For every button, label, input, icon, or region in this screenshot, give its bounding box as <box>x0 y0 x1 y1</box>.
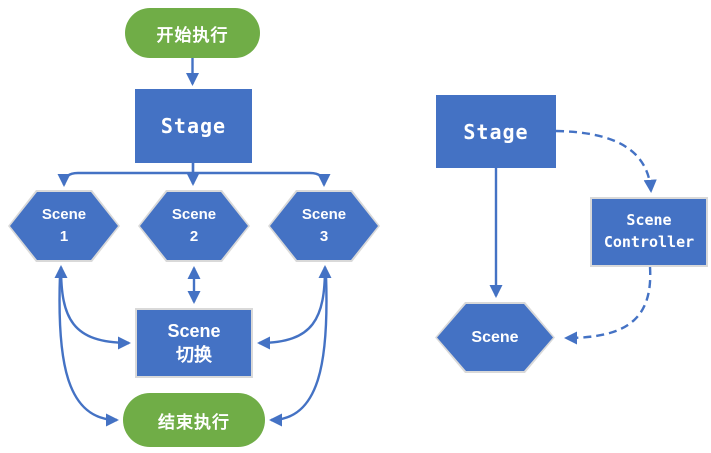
arrow-scene1-switcher-bidir <box>54 265 131 350</box>
scene-2-label: Scene 2 <box>138 190 250 262</box>
scene-3-line1: Scene <box>301 206 347 224</box>
stage-node-right: Stage <box>436 95 556 168</box>
arrow-rstage-to-controller-dashed <box>555 129 657 193</box>
scene-1-label: Scene 1 <box>8 190 120 262</box>
switcher-line1: Scene <box>167 320 221 341</box>
switcher-line2: 切换 <box>176 345 212 365</box>
stage-label-right: Stage <box>463 119 529 144</box>
scene-1-node: Scene 1 <box>8 190 120 262</box>
scene-right-text: Scene <box>471 328 519 346</box>
scene-right-label: Scene <box>435 302 555 373</box>
scene-1-line2: 1 <box>59 228 69 245</box>
start-label: 开始执行 <box>156 25 229 45</box>
arrow-stage-spread-scene1-scene3 <box>57 171 331 187</box>
controller-line2: Controller <box>603 233 695 251</box>
scene-3-node: Scene 3 <box>268 190 380 262</box>
scene-2-node: Scene 2 <box>138 190 250 262</box>
controller-line1: Scene <box>626 211 672 230</box>
scene-node-right: Scene <box>435 302 555 373</box>
arrow-scene1-to-end <box>58 274 119 427</box>
scene-3-line2: 3 <box>319 228 329 245</box>
arrow-controller-to-rscene-dashed <box>564 266 652 345</box>
scene-2-line1: Scene <box>171 206 217 224</box>
end-label: 结束执行 <box>158 412 230 432</box>
scene-2-line2: 2 <box>189 228 199 245</box>
scene-3-label: Scene 3 <box>268 190 380 262</box>
scene-controller-node: Scene Controller <box>590 197 708 267</box>
start-node: 开始执行 <box>125 8 260 58</box>
scene-1-line1: Scene <box>41 206 87 224</box>
arrow-scene3-switcher-bidir <box>257 265 332 350</box>
stage-node-left: Stage <box>135 89 252 163</box>
arrow-scene3-to-end <box>269 274 328 427</box>
stage-label-left: Stage <box>160 114 227 138</box>
end-node: 结束执行 <box>123 393 265 447</box>
scene-switcher-node: Scene 切换 <box>135 308 253 378</box>
